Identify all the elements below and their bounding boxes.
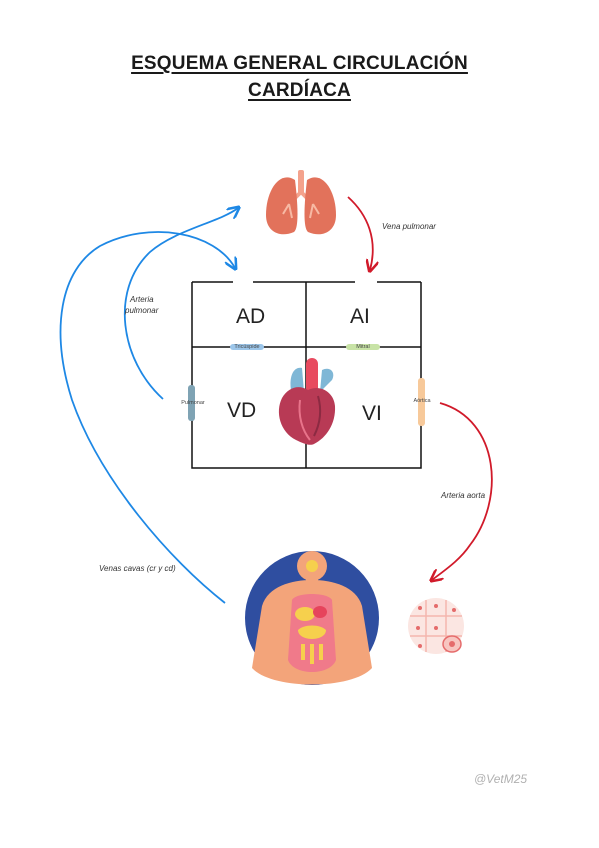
aortic-valve-bar (418, 378, 425, 426)
mitral-valve-bar (346, 344, 380, 350)
page-title-line1: ESQUEMA GENERAL CIRCULACIÓN (131, 53, 468, 74)
vena-pulmonar-arrow (347, 196, 373, 270)
valve-mitral-label: Mitral (356, 344, 370, 350)
venas-cavas-arrow (59, 231, 235, 604)
chamber-ai: AI (350, 305, 370, 328)
pulmonary-valve-bar (188, 385, 195, 421)
page-title-line2: CARDÍACA (248, 80, 351, 101)
heart-icon (278, 358, 336, 445)
label-vena-pulmonar: Vena pulmonar (382, 222, 436, 231)
human-body-icon (245, 551, 379, 685)
label-arteria-aorta: Arteria aorta (441, 491, 486, 500)
arteria-pulmonar-arrow (123, 208, 238, 400)
valve-tricuspide-label: Tricúspide (234, 344, 260, 350)
valve-pulmonar-label: Pulmonar (181, 400, 205, 406)
chamber-ad: AD (236, 305, 266, 328)
valve-aortica-label: Aórtica (413, 398, 431, 404)
cells-icon (408, 598, 464, 654)
arteria-aorta-arrow (432, 402, 493, 580)
chamber-vd: VD (227, 399, 257, 422)
tricuspid-valve-bar (230, 344, 264, 350)
watermark: @VetM25 (474, 772, 528, 786)
label-arteria-pulmonar-line2: pulmonar (125, 306, 159, 315)
chamber-vi: VI (362, 402, 382, 425)
lungs-icon (266, 170, 336, 235)
label-venas-cavas: Venas cavas (cr y cd) (99, 564, 176, 573)
label-arteria-pulmonar-line1: Arteria (130, 295, 154, 304)
